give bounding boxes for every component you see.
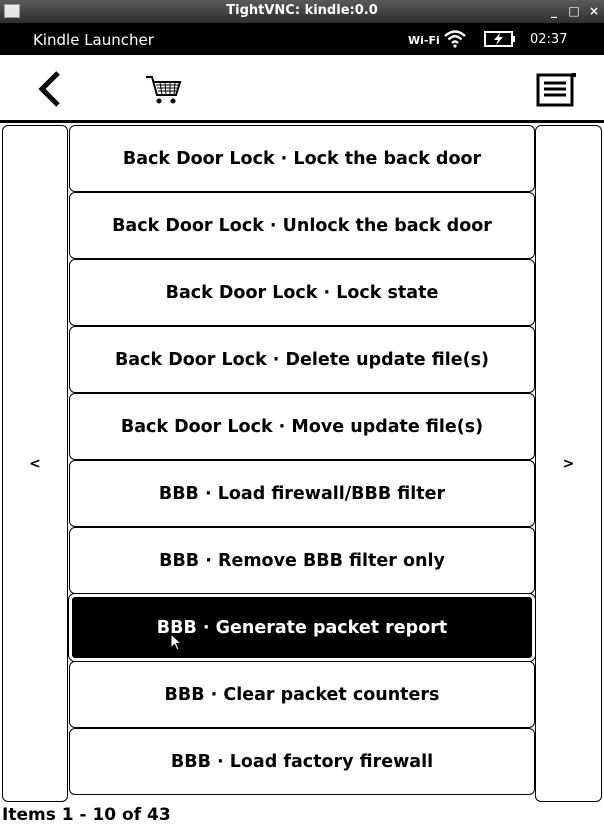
back-arrow-icon[interactable] [30,69,70,109]
list-item[interactable]: BBB · Load factory firewall [69,728,535,795]
prev-page-arrow[interactable]: < [29,456,41,472]
next-page-arrow[interactable]: > [562,456,575,472]
list-item[interactable]: BBB · Remove BBB filter only [69,527,535,594]
list-item-label: Back Door Lock · Lock state [165,282,439,303]
list-item-label: BBB · Remove BBB filter only [159,550,445,571]
window-title: TightVNC: kindle:0.0 [226,3,378,18]
prev-page-panel[interactable]: < [2,125,68,802]
battery-charging-icon [484,31,515,47]
list-item-label: Back Door Lock · Unlock the back door [112,215,492,236]
list-item[interactable]: BBB · Clear packet counters [69,661,535,728]
list-item-label: BBB · Load factory firewall [170,751,434,772]
list-item-label: BBB · Generate packet report [156,617,448,638]
wifi-label: Wi-Fi [408,34,440,47]
mouse-pointer-icon [170,633,182,651]
list-item[interactable]: Back Door Lock · Lock the back door [69,125,535,192]
window-titlebar: TightVNC: kindle:0.0 _ □ × [0,0,604,23]
next-page-panel[interactable]: > [535,125,602,802]
list-item-label: BBB · Load firewall/BBB filter [158,483,446,504]
app-name: Kindle Launcher [33,31,154,49]
store-cart-icon[interactable] [143,73,183,107]
wifi-icon [444,30,466,48]
list-item[interactable]: Back Door Lock · Delete update file(s) [69,326,535,393]
pagination-status: Items 1 - 10 of 43 [2,805,171,825]
list-item[interactable]: Back Door Lock · Move update file(s) [69,393,535,460]
minimize-button[interactable]: _ [551,4,557,18]
close-button[interactable]: × [588,4,600,18]
list-item-label: Back Door Lock · Delete update file(s) [114,349,490,370]
menu-icon[interactable] [536,73,578,107]
toolbar [0,55,604,123]
list-item-label: Back Door Lock · Move update file(s) [120,416,484,437]
list-item[interactable]: Back Door Lock · Lock state [69,259,535,326]
action-list: Back Door Lock · Lock the back door Back… [69,125,535,795]
list-item[interactable]: Back Door Lock · Unlock the back door [69,192,535,259]
list-item-label: Back Door Lock · Lock the back door [122,148,482,169]
clock: 02:37 [530,32,568,47]
app-window-icon[interactable] [4,4,20,18]
list-item[interactable]: BBB · Load firewall/BBB filter [69,460,535,527]
maximize-button[interactable]: □ [568,4,580,18]
list-item-selected[interactable]: BBB · Generate packet report [69,594,535,661]
list-item-label: BBB · Clear packet counters [164,684,440,705]
status-bar: Kindle Launcher Wi-Fi 02:37 [0,23,604,55]
